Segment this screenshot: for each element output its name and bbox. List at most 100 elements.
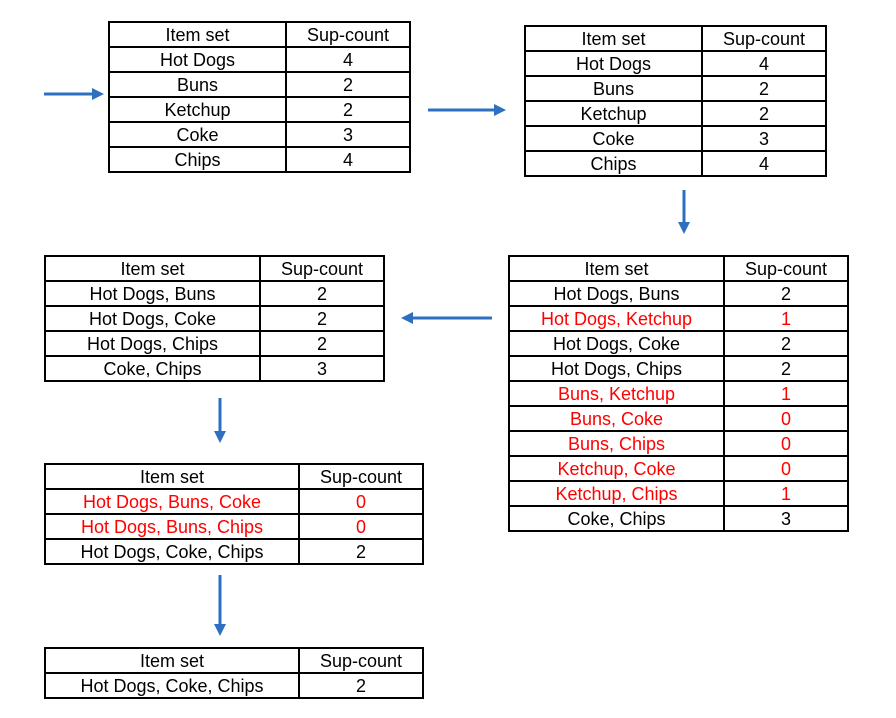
supcount-cell: 2 xyxy=(285,71,411,98)
itemset-cell: Buns, Coke xyxy=(508,405,725,432)
supcount-cell: 1 xyxy=(723,305,849,332)
supcount-cell: 0 xyxy=(723,455,849,482)
itemset-cell: Hot Dogs xyxy=(524,50,703,77)
supcount-cell: 3 xyxy=(259,355,385,382)
itemset-cell: Coke xyxy=(108,121,287,148)
itemset-header: Item set xyxy=(108,21,287,48)
supcount-cell: 1 xyxy=(723,380,849,407)
supcount-header: Sup-count xyxy=(723,255,849,282)
itemset-cell: Hot Dogs, Coke xyxy=(44,305,261,332)
supcount-cell: 2 xyxy=(701,75,827,102)
itemset-cell: Hot Dogs xyxy=(108,46,287,73)
itemset-cell: Buns xyxy=(108,71,287,98)
itemset-cell: Coke xyxy=(524,125,703,152)
supcount-cell: 2 xyxy=(285,96,411,123)
supcount-cell: 2 xyxy=(259,280,385,307)
supcount-cell: 2 xyxy=(298,538,424,565)
supcount-cell: 3 xyxy=(285,121,411,148)
supcount-cell: 4 xyxy=(285,146,411,173)
itemset-cell: Coke, Chips xyxy=(44,355,261,382)
itemset-header: Item set xyxy=(44,463,300,490)
supcount-cell: 0 xyxy=(298,488,424,515)
supcount-header: Sup-count xyxy=(285,21,411,48)
itemset-cell: Hot Dogs, Chips xyxy=(44,330,261,357)
itemset-cell: Hot Dogs, Ketchup xyxy=(508,305,725,332)
itemset-header: Item set xyxy=(508,255,725,282)
itemset-cell: Coke, Chips xyxy=(508,505,725,532)
itemset-cell: Buns, Chips xyxy=(508,430,725,457)
itemset-header: Item set xyxy=(524,25,703,52)
itemset-cell: Hot Dogs, Coke, Chips xyxy=(44,538,300,565)
itemset-cell: Buns, Ketchup xyxy=(508,380,725,407)
supcount-cell: 4 xyxy=(701,50,827,77)
itemset-header: Item set xyxy=(44,255,261,282)
supcount-cell: 4 xyxy=(285,46,411,73)
itemset-cell: Hot Dogs, Buns xyxy=(44,280,261,307)
itemset-cell: Ketchup xyxy=(524,100,703,127)
itemset-cell: Ketchup xyxy=(108,96,287,123)
itemset-cell: Buns xyxy=(524,75,703,102)
supcount-cell: 2 xyxy=(259,305,385,332)
supcount-cell: 0 xyxy=(723,430,849,457)
itemset-cell: Ketchup, Coke xyxy=(508,455,725,482)
supcount-cell: 2 xyxy=(723,355,849,382)
supcount-cell: 2 xyxy=(259,330,385,357)
itemset-cell: Hot Dogs, Chips xyxy=(508,355,725,382)
supcount-cell: 2 xyxy=(723,330,849,357)
supcount-cell: 2 xyxy=(298,672,424,699)
supcount-header: Sup-count xyxy=(298,463,424,490)
itemset-cell: Hot Dogs, Buns, Coke xyxy=(44,488,300,515)
supcount-cell: 2 xyxy=(723,280,849,307)
supcount-cell: 0 xyxy=(723,405,849,432)
supcount-cell: 0 xyxy=(298,513,424,540)
itemset-cell: Hot Dogs, Coke xyxy=(508,330,725,357)
itemset-cell: Hot Dogs, Coke, Chips xyxy=(44,672,300,699)
itemset-cell: Hot Dogs, Buns xyxy=(508,280,725,307)
supcount-cell: 3 xyxy=(701,125,827,152)
itemset-cell: Chips xyxy=(524,150,703,177)
itemset-cell: Ketchup, Chips xyxy=(508,480,725,507)
supcount-cell: 3 xyxy=(723,505,849,532)
supcount-cell: 4 xyxy=(701,150,827,177)
itemset-header: Item set xyxy=(44,647,300,674)
itemset-cell: Hot Dogs, Buns, Chips xyxy=(44,513,300,540)
supcount-cell: 2 xyxy=(701,100,827,127)
